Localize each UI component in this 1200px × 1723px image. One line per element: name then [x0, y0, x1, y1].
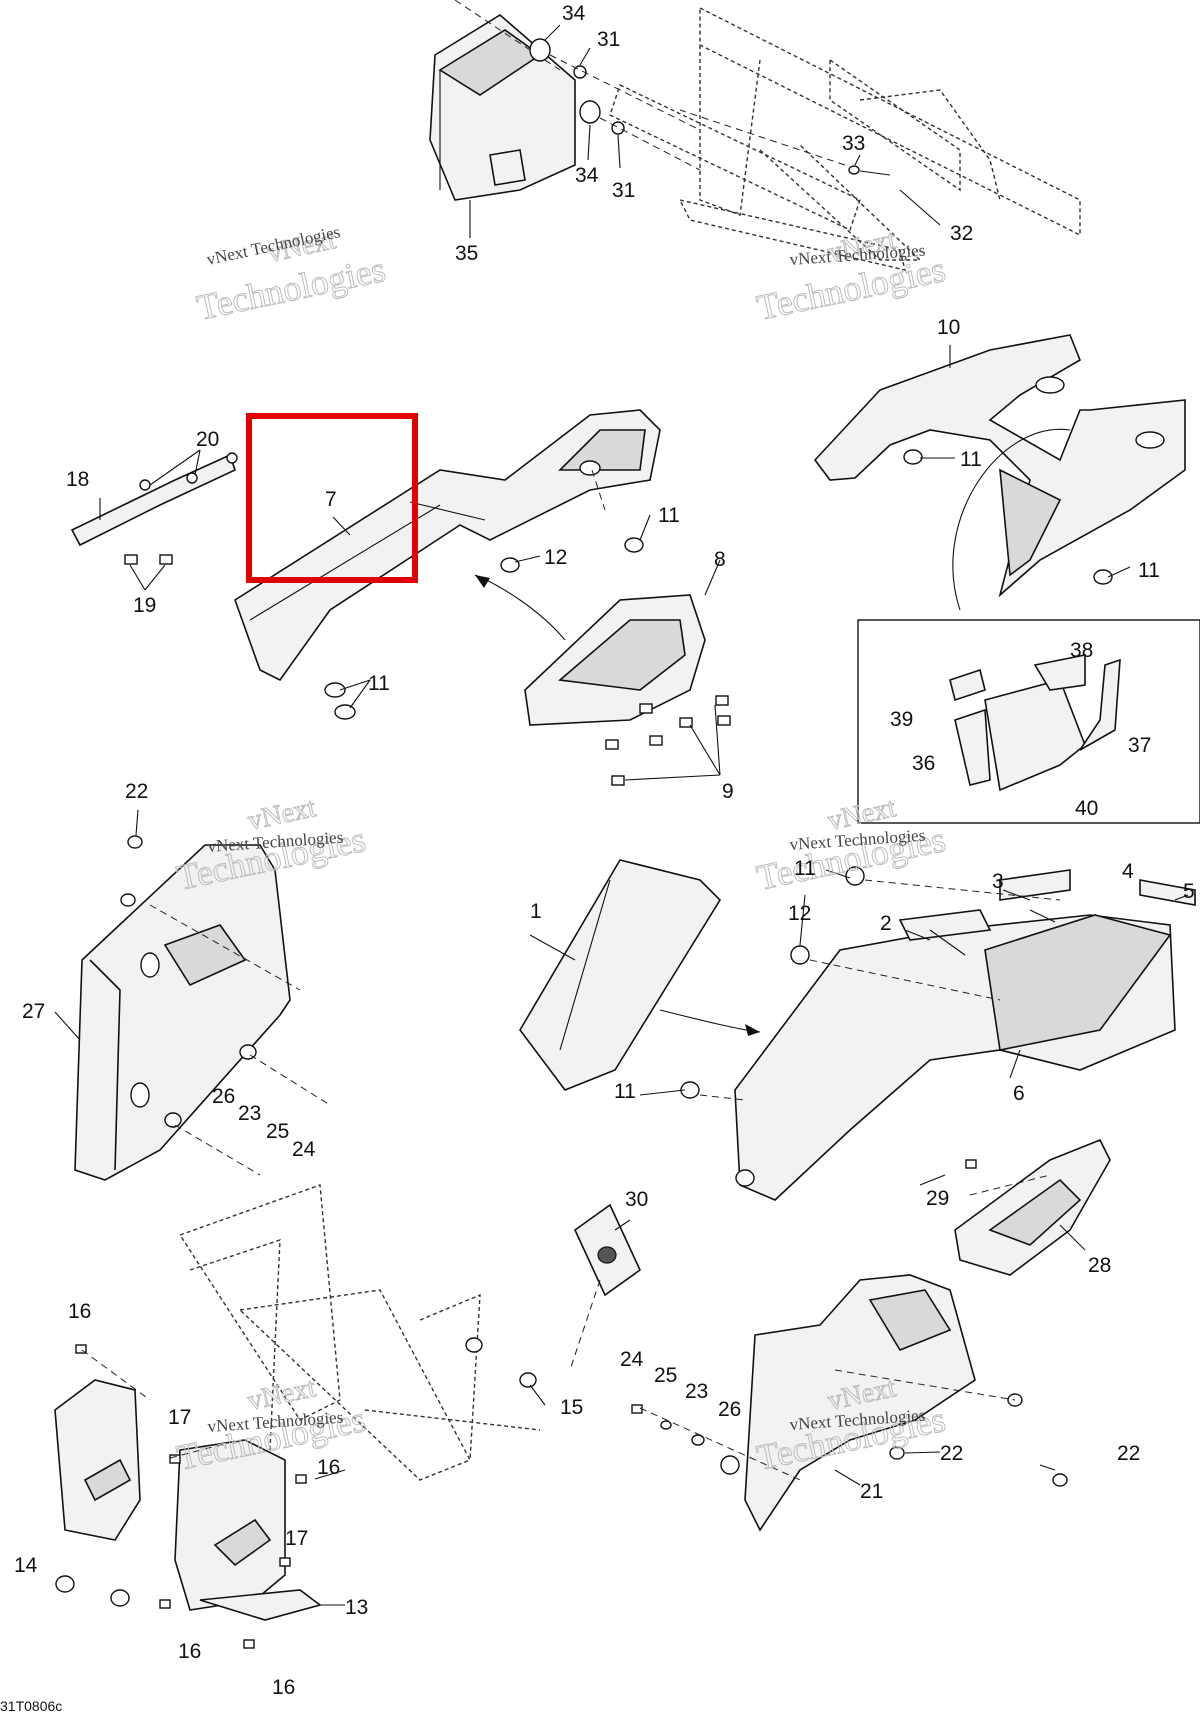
callout-22: 22	[940, 1442, 963, 1465]
part-1-panel	[519, 859, 761, 1091]
callout-30: 30	[625, 1188, 648, 1211]
inset-detail-box	[857, 619, 1200, 824]
part-8-storage-tray	[474, 574, 706, 726]
callout-37: 37	[1128, 734, 1151, 757]
callout-10: 10	[937, 316, 960, 339]
part-30-bracket	[569, 1203, 642, 1371]
watermark-top-left: Technologies vNext vNext Technologies	[193, 222, 390, 328]
watermark-top-right: Technologies vNext vNext Technologies	[753, 224, 950, 329]
rear-frame-assembly	[609, 6, 1081, 271]
callout-12: 12	[788, 902, 811, 925]
callout-25: 25	[654, 1364, 677, 1387]
callout-7: 7	[325, 488, 337, 511]
callout-23: 23	[238, 1102, 261, 1125]
callout-14: 14	[14, 1554, 38, 1577]
callout-11: 11	[1138, 559, 1160, 582]
callout-20: 20	[196, 428, 219, 451]
callout-17: 17	[168, 1406, 191, 1429]
callout-31: 31	[612, 179, 635, 202]
part-10-rear-fender	[813, 334, 1186, 611]
callout-11: 11	[614, 1080, 636, 1103]
callout-31: 31	[597, 28, 620, 51]
callout-27: 27	[22, 1000, 45, 1023]
part-13-front-covers	[54, 1337, 537, 1649]
callout-38: 38	[1070, 639, 1093, 662]
callout-24: 24	[620, 1348, 644, 1371]
callout-28: 28	[1088, 1254, 1111, 1277]
callout-16: 16	[272, 1676, 295, 1699]
callout-33: 33	[842, 132, 865, 155]
callout-34: 34	[562, 2, 586, 25]
callout-4: 4	[1122, 860, 1134, 883]
callout-16: 16	[68, 1300, 91, 1323]
callout-26: 26	[212, 1085, 235, 1108]
callout-15: 15	[560, 1396, 583, 1419]
part-6-side-panel	[680, 866, 1196, 1201]
callout-22: 22	[125, 780, 148, 803]
part-7-side-panel	[234, 409, 661, 720]
hardware-23-26-lower	[631, 1404, 801, 1481]
callout-9: 9	[722, 780, 734, 803]
callout-3: 3	[992, 870, 1004, 893]
callout-36: 36	[912, 752, 935, 775]
callout-22: 22	[1117, 1442, 1140, 1465]
callout-32: 32	[950, 222, 973, 245]
callout-2: 2	[880, 912, 892, 935]
document-reference: 31T0806c	[0, 1698, 63, 1714]
callout-12: 12	[544, 546, 567, 569]
part-35-deflector	[429, 0, 576, 201]
callout-13: 13	[345, 1596, 368, 1619]
callout-leaders	[54, 24, 1189, 1606]
callout-11: 11	[960, 448, 982, 471]
part-27-front-panel	[74, 835, 331, 1181]
callout-16: 16	[178, 1640, 201, 1663]
hardware-9	[605, 695, 731, 786]
part-18-trim	[70, 452, 238, 565]
part-28-vent	[954, 1138, 1111, 1276]
hardware-31-34	[529, 38, 891, 176]
callout-11: 11	[368, 672, 390, 695]
lower-frame	[178, 1184, 541, 1481]
part-7-highlight-box	[246, 413, 418, 583]
callout-11: 11	[794, 857, 816, 880]
callout-16: 16	[317, 1456, 340, 1479]
callout-39: 39	[890, 708, 913, 731]
callout-19: 19	[133, 594, 156, 617]
callout-17: 17	[285, 1527, 308, 1550]
callout-labels: 34 31 34 31 33 32 35 10 11 11 7 11 12 8 …	[14, 2, 1195, 1699]
callout-6: 6	[1013, 1082, 1025, 1105]
callout-1: 1	[530, 900, 542, 923]
callout-18: 18	[66, 468, 89, 491]
part-21-side-panel	[744, 1274, 1068, 1532]
callout-40: 40	[1075, 797, 1098, 820]
callout-21: 21	[860, 1480, 883, 1503]
callout-11: 11	[658, 504, 680, 527]
callout-35: 35	[455, 242, 478, 265]
callout-34: 34	[575, 164, 599, 187]
callout-25: 25	[266, 1120, 289, 1143]
callout-8: 8	[714, 548, 726, 571]
callout-24: 24	[292, 1138, 316, 1161]
callout-29: 29	[926, 1187, 949, 1210]
callout-23: 23	[685, 1380, 708, 1403]
callout-26: 26	[718, 1398, 741, 1421]
callout-5: 5	[1183, 880, 1195, 903]
